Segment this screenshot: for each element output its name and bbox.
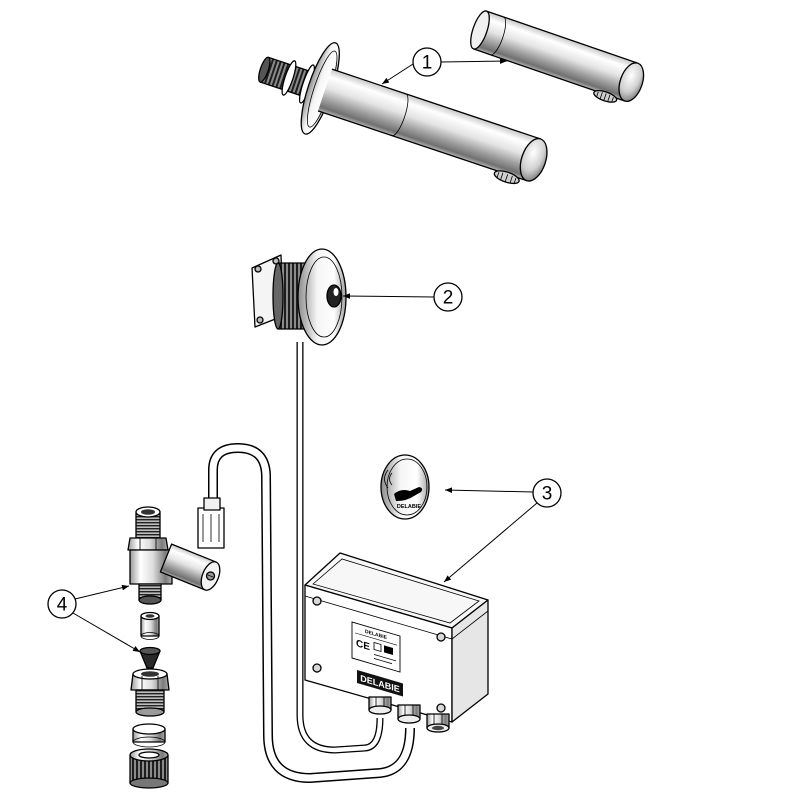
sensor-body-end: [272, 262, 284, 330]
fitting-bottom: [135, 707, 165, 717]
valve-hex-nut: [127, 537, 169, 551]
valve-connector-ribs: [202, 514, 220, 542]
callout-1-leader-front: [381, 63, 414, 85]
sensor-window-highlight: [333, 288, 339, 296]
cable-gland: [426, 713, 450, 733]
cable-gland-plug: [432, 725, 444, 731]
control-box: DELABIE CE DELABIE: [304, 552, 489, 723]
lid-screw: [312, 596, 322, 606]
valve-connector-cable-exit: [203, 497, 221, 511]
rating-label-symbol: [373, 641, 382, 652]
spout-rear: [470, 10, 645, 103]
lid-screw: [436, 632, 446, 642]
callout-3-leader-box: [443, 502, 538, 583]
callout-1-leader-rear: [440, 58, 508, 64]
valve-body: [129, 549, 173, 585]
sensor-cable: [296, 342, 384, 754]
spout-front-seam: [391, 93, 409, 137]
callout-2-leader: [342, 293, 435, 299]
valve-cable: [208, 442, 415, 784]
sensor-assembly: [251, 248, 347, 346]
flow-cone: [139, 646, 161, 669]
callout-2-circle: [433, 282, 463, 312]
sensor-cover-ring: [305, 256, 343, 338]
cap-nut: [129, 748, 169, 789]
valve-filter-bore: [145, 614, 155, 618]
control-box-rating-label: DELABIE CE: [351, 621, 401, 673]
cable-gland-end: [397, 714, 421, 724]
box-screw: [312, 663, 322, 673]
control-box-lid-lip: [304, 595, 489, 640]
rating-label-rule: [355, 632, 397, 646]
callout-1: 1: [381, 47, 508, 85]
hand-icon: [394, 487, 423, 501]
cable-gland: [368, 696, 392, 715]
compression-fitting: [130, 668, 170, 717]
solenoid-valve: [127, 497, 225, 605]
callout-2-number: 2: [443, 288, 454, 309]
valve-hex-nut-edges: [139, 538, 157, 550]
rating-label-rule: [374, 658, 392, 665]
callout-1-number: 1: [422, 53, 433, 74]
callout-4: 4: [47, 584, 141, 653]
spout-front-stud-end: [258, 56, 271, 83]
olive-ring: [132, 723, 166, 748]
callout-4-leader-valve: [74, 584, 130, 600]
sensor-window: [326, 284, 342, 308]
callout-3-leader-plate: [444, 487, 534, 493]
cable-glands: [368, 696, 450, 733]
valve-cable-core: [209, 444, 414, 782]
valve-filter: [140, 611, 160, 640]
callout-4-circle: [47, 589, 77, 619]
valve-inlet-bore: [141, 509, 155, 515]
callout-1-circle: [412, 47, 442, 77]
callout-4-number: 4: [57, 595, 68, 616]
sensor-cable-core: [297, 342, 383, 753]
callout-3-circle: [532, 478, 562, 508]
rating-label-rule: [374, 654, 396, 662]
valve-filter-bottom: [140, 632, 160, 640]
control-box-lid-edge: [312, 558, 480, 624]
olive-ring-bottom: [132, 736, 166, 748]
flow-cone-top: [139, 646, 161, 656]
cap-nut-bore: [138, 751, 160, 759]
logo-plate: DELABIE: [380, 454, 430, 520]
spout-front-washer: [281, 60, 297, 96]
spout-rear-inlet-end: [470, 10, 490, 50]
callout-3-number: 3: [542, 484, 553, 505]
cable-gland-end: [368, 705, 392, 715]
spout-front: [258, 42, 548, 185]
olive-ring-top: [132, 723, 166, 735]
fitting-bore: [141, 671, 159, 677]
sensor-waves-icon: [384, 469, 393, 489]
rating-label-mark: CE: [356, 638, 370, 653]
control-box-side: [451, 599, 489, 723]
fitting-hex-edges: [141, 676, 159, 690]
control-box-logo-plate: [357, 670, 403, 697]
spout-front-aerator-grid: [496, 172, 517, 183]
cable-gland: [397, 704, 421, 724]
valve-coil: [159, 543, 221, 591]
spout-rear-aerator-grid: [596, 91, 614, 102]
cap-nut-bottom: [129, 777, 169, 789]
callout-2: 2: [342, 282, 463, 312]
callout-4-leader-cone: [72, 612, 141, 653]
bracket-screw: [256, 316, 264, 324]
spout-rear-tip: [618, 62, 645, 102]
valve-coil-screw-slot: [207, 574, 214, 578]
rating-label-symbol: [384, 645, 393, 655]
valve-outlet-end: [138, 595, 162, 605]
box-screw: [436, 703, 446, 713]
callout-3: 3: [443, 478, 562, 583]
logo-plate-rim: [380, 454, 430, 520]
logo-plate-brand: DELABIE: [397, 504, 421, 510]
rating-label-frame: [351, 621, 401, 673]
bracket-screw: [254, 265, 262, 273]
spout-front-tip: [519, 137, 548, 182]
